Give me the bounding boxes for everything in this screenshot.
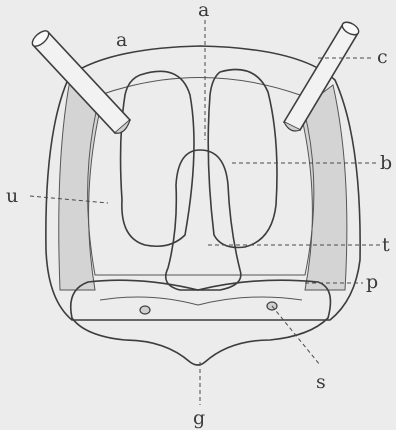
label-a-top: a (198, 0, 209, 21)
label-g: g (193, 407, 205, 429)
label-c: c (377, 46, 388, 68)
lower-lip (71, 280, 331, 365)
left-wall (59, 80, 100, 290)
label-u: u (6, 185, 18, 207)
central-tongue (166, 150, 241, 290)
lip-tubercle-left (140, 306, 150, 314)
leader-s (272, 306, 320, 365)
label-b: b (380, 152, 392, 174)
label-s: s (316, 371, 326, 393)
label-a-left: a (116, 29, 127, 51)
label-t: t (382, 234, 390, 256)
label-p: p (366, 271, 378, 293)
